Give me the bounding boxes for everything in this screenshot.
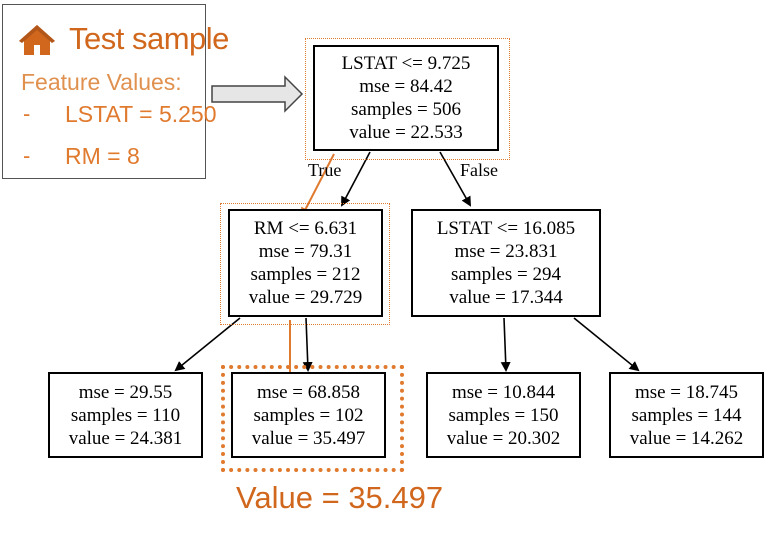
node-mse: mse = 18.745 [634, 381, 739, 403]
node-samples: samples = 102 [253, 404, 364, 426]
edge-root-left [341, 151, 371, 207]
node-value: value = 35.497 [251, 427, 366, 449]
edge-label-true: True [308, 160, 342, 180]
feature-dash: - [23, 143, 31, 168]
test-sample-title: Test sample [69, 21, 229, 56]
input-arrow [211, 75, 304, 113]
node-mse: mse = 10.844 [451, 381, 556, 403]
node-split: LSTAT <= 16.085 [436, 218, 576, 239]
edge-root-right [439, 151, 471, 207]
feature-rm: RM = 8 [65, 143, 140, 169]
root-highlight [305, 38, 510, 160]
edge-label-false: False [460, 160, 498, 180]
left-highlight [220, 203, 390, 325]
node-mse: mse = 84.42 [359, 76, 453, 97]
feature-dash: - [23, 101, 31, 126]
edge-right-leaf4 [573, 317, 640, 372]
leaf-node: mse = 18.745 samples = 144 value = 14.26… [609, 372, 764, 458]
test-sample-panel: Test sample Feature Values: - LSTAT = 5.… [2, 4, 229, 179]
node-mse: mse = 29.55 [78, 381, 173, 403]
edge-left-leaf1 [174, 317, 241, 372]
leaf2-highlight [221, 365, 404, 472]
node-value: value = 14.262 [629, 427, 744, 449]
edge-right-leaf3 [500, 317, 511, 372]
node-samples: samples = 506 [351, 99, 461, 120]
node-samples: samples = 144 [631, 404, 742, 426]
node-split: RM <= 6.631 [253, 218, 358, 239]
node-value: value = 24.381 [68, 427, 183, 449]
feature-values-label: Feature Values: [21, 69, 182, 95]
node-split: LSTAT <= 9.725 [341, 53, 471, 74]
result-value-label: Value = 35.497 [236, 480, 444, 515]
node-samples: samples = 110 [70, 404, 181, 426]
node-value: value = 29.729 [248, 287, 363, 308]
node-samples: samples = 150 [448, 404, 559, 426]
node-mse: mse = 79.31 [258, 241, 353, 262]
root-node: LSTAT <= 9.725 mse = 84.42 samples = 506… [313, 45, 499, 151]
left-node: RM <= 6.631 mse = 79.31 samples = 212 va… [228, 209, 383, 317]
right-node: LSTAT <= 16.085 mse = 23.831 samples = 2… [411, 209, 601, 317]
edge-left-leaf2 [302, 317, 313, 372]
node-value: value = 20.302 [446, 427, 561, 449]
home-icon [19, 25, 55, 55]
node-value: value = 17.344 [449, 287, 563, 308]
node-samples: samples = 294 [451, 264, 561, 285]
feature-lstat: LSTAT = 5.250 [65, 101, 217, 127]
leaf-node-result: mse = 68.858 samples = 102 value = 35.49… [231, 372, 386, 458]
node-mse: mse = 23.831 [454, 241, 558, 262]
node-value: value = 22.533 [349, 122, 463, 143]
leaf-node: mse = 29.55 samples = 110 value = 24.381 [48, 372, 203, 458]
node-mse: mse = 68.858 [256, 381, 361, 403]
leaf-node: mse = 10.844 samples = 150 value = 20.30… [426, 372, 581, 458]
node-samples: samples = 212 [250, 264, 361, 285]
path-root-left [301, 153, 335, 218]
